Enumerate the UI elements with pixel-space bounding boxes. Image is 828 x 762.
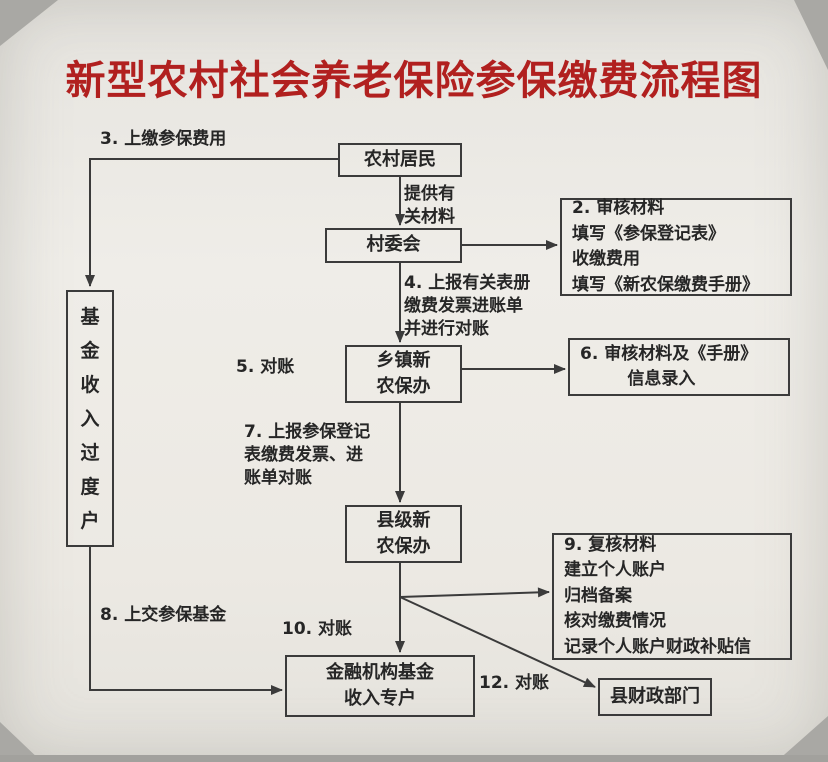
label-step5-reconcile: 5. 对账 <box>236 357 295 377</box>
label-provide-materials: 提供有 关材料 <box>404 184 455 227</box>
node-rural-residents: 农村居民 <box>338 143 462 177</box>
node-county-finance: 县财政部门 <box>598 678 712 716</box>
arrow-junction-to-step9 <box>399 587 550 598</box>
label-step7-report-registration: 7. 上报参保登记 表缴费发票、进 账单对账 <box>244 422 371 488</box>
label-step12-reconcile: 12. 对账 <box>479 673 550 693</box>
node-village-committee: 村委会 <box>325 228 462 263</box>
arrow-residents-to-fund-transition <box>85 158 338 287</box>
label-step8-submit-fund: 8. 上交参保基金 <box>100 605 227 625</box>
photo-edge-bottom <box>0 755 828 762</box>
page-title: 新型农村社会养老保险参保缴费流程图 <box>65 58 763 104</box>
label-step3-pay-fees: 3. 上缴参保费用 <box>100 129 227 149</box>
node-township-office: 乡镇新 农保办 <box>345 345 462 403</box>
label-step4-report-forms: 4. 上报有关表册 缴费发票进账单 并进行对账 <box>404 273 531 339</box>
node-fund-transition-account: 基金收入过度户 <box>66 290 114 547</box>
node-financial-account: 金融机构基金 收入专户 <box>285 655 475 717</box>
node-step2-review-materials: 2. 审核材料 填写《参保登记表》 收缴费用 填写《新农保缴费手册》 <box>560 198 792 296</box>
label-step10-reconcile: 10. 对账 <box>282 619 353 639</box>
photo-corner-top-left <box>0 0 58 46</box>
node-step9-recheck-materials: 9. 复核材料 建立个人账户 归档备案 核对缴费情况 记录个人账户财政补贴信 <box>552 533 792 660</box>
node-step6-review-and-entry: 6. 审核材料及《手册》 信息录入 <box>568 338 790 396</box>
node-county-office: 县级新 农保办 <box>345 505 462 563</box>
